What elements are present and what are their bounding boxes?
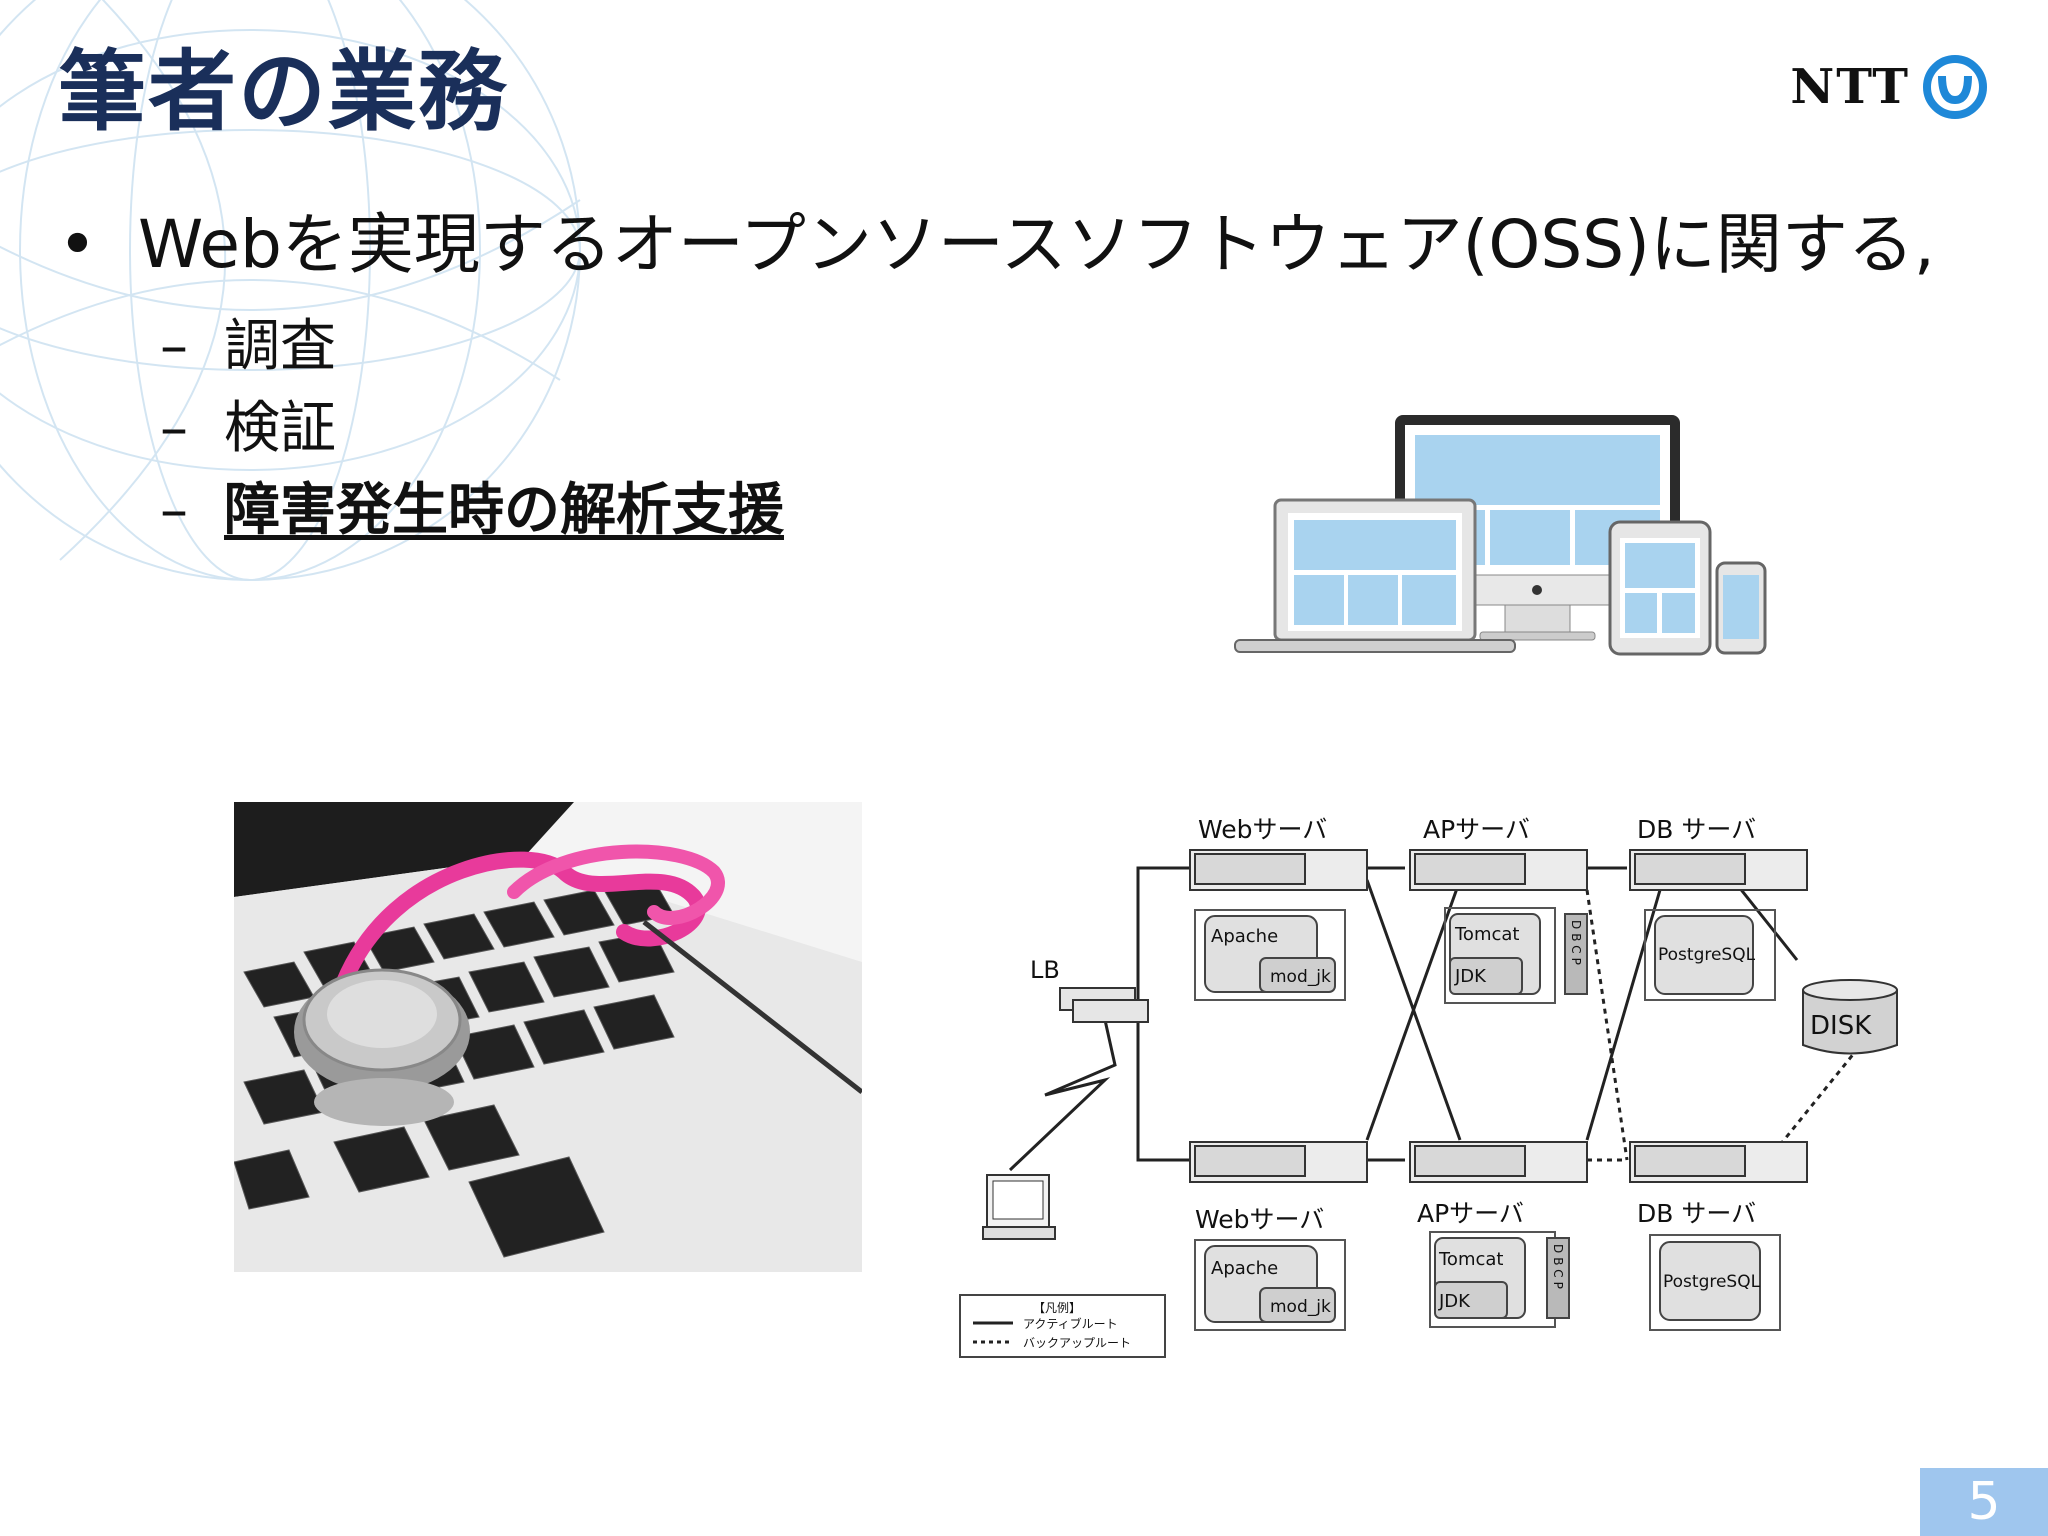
sub-bullet-item-highlight: –障害発生時の解析支援 [160, 470, 784, 552]
legend-title: 【凡例】 [1033, 1301, 1081, 1315]
sub-bullet-item: –調査 [160, 306, 784, 388]
sub-bullet-text: 障害発生時の解析支援 [224, 478, 784, 543]
label-dbcp-top: DBCP [1569, 920, 1583, 969]
sub-bullet-item: –検証 [160, 388, 784, 470]
devices-illustration [1234, 415, 1767, 656]
sub-bullet-text: 調査 [224, 314, 336, 379]
sub-bullet-text: 検証 [224, 396, 336, 461]
label-dbcp-bottom: DBCP [1551, 1244, 1565, 1293]
label-modjk-top: mod_jk [1270, 967, 1331, 987]
main-bullet: •Webを実現するオープンソースソフトウェア(OSS)に関する, [58, 212, 1935, 278]
ntt-ring-icon [1923, 55, 1987, 119]
label-tomcat-bottom: Tomcat [1438, 1249, 1503, 1270]
label-jdk-top: JDK [1454, 966, 1487, 987]
sub-dash: – [160, 396, 188, 461]
label-disk: DISK [1810, 1011, 1872, 1041]
legend-active: アクティブルート [1023, 1316, 1118, 1331]
legend-backup: バックアップルート [1023, 1336, 1131, 1350]
ntt-logo: NTT [1790, 52, 1988, 122]
stethoscope-keyboard-photo [234, 802, 862, 1272]
label-apache-bottom: Apache [1211, 1258, 1278, 1279]
slide-title: 筆者の業務 [58, 40, 509, 143]
label-ap-bottom: APサーバ [1417, 1199, 1524, 1228]
label-postgres-bottom: PostgreSQL [1663, 1272, 1761, 1292]
bullet-symbol: • [58, 206, 97, 283]
sub-dash: – [160, 478, 188, 543]
label-lb: LB [1030, 956, 1060, 984]
label-ap-top: APサーバ [1423, 815, 1530, 844]
main-bullet-text: Webを実現するオープンソースソフトウェア(OSS)に関する, [138, 206, 1935, 283]
sub-dash: – [160, 314, 188, 379]
label-db-top: DB サーバ [1637, 815, 1756, 844]
label-apache-top: Apache [1211, 926, 1278, 947]
label-postgres-top: PostgreSQL [1658, 945, 1756, 965]
sub-bullet-list: –調査 –検証 –障害発生時の解析支援 [160, 306, 784, 552]
network-diagram: LB Webサーバ APサーバ DB サーバ Webサーバ APサーバ DB サ… [959, 815, 1898, 1358]
label-web-bottom: Webサーバ [1195, 1205, 1324, 1234]
server-units [1189, 849, 1808, 1183]
label-jdk-bottom: JDK [1438, 1291, 1471, 1312]
label-web-top: Webサーバ [1198, 815, 1327, 844]
logo-text: NTT [1790, 59, 1910, 115]
label-tomcat-top: Tomcat [1454, 924, 1519, 945]
label-modjk-bottom: mod_jk [1270, 1297, 1331, 1317]
page-number-badge: 5 [1920, 1468, 2048, 1536]
label-db-bottom: DB サーバ [1637, 1199, 1756, 1228]
globe-decoration [0, 0, 581, 581]
